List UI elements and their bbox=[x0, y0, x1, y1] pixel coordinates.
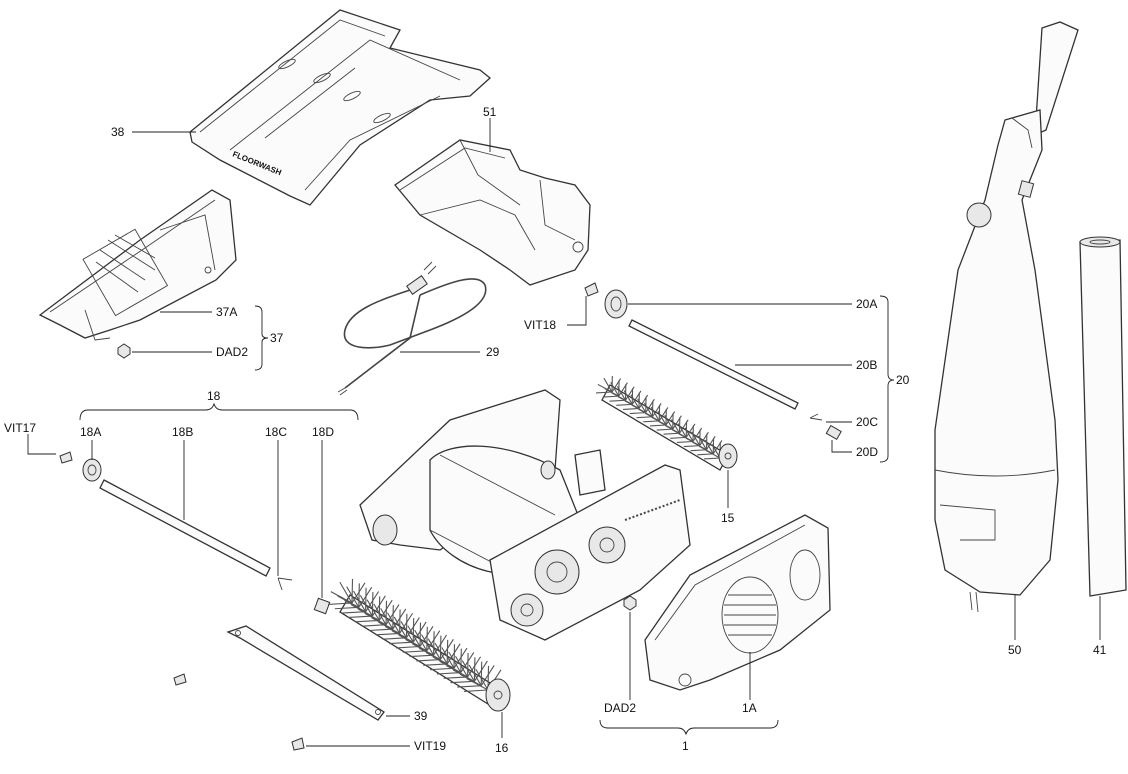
part-29-power-cable bbox=[337, 261, 487, 396]
part-37-side-housing bbox=[38, 189, 237, 359]
label-18a: 18A bbox=[80, 425, 101, 439]
label-20b: 20B bbox=[856, 358, 877, 372]
part-16-brush bbox=[328, 578, 511, 712]
part-20a-bearing bbox=[604, 289, 628, 319]
part-38-top-cover: FLOORWASH bbox=[189, 9, 492, 206]
part-50-handle bbox=[934, 21, 1079, 613]
part-18a-bearing bbox=[82, 458, 102, 482]
label-18b: 18B bbox=[172, 425, 193, 439]
part-15-brush bbox=[595, 375, 738, 471]
part-1a-side-cover bbox=[644, 514, 831, 691]
label-38: 38 bbox=[111, 125, 125, 139]
part-18d-bushing bbox=[313, 597, 331, 615]
part-screw-loose bbox=[173, 673, 187, 686]
label-37a: 37A bbox=[216, 305, 237, 319]
label-16: 16 bbox=[495, 741, 509, 755]
label-37: 37 bbox=[270, 331, 284, 345]
part-51-handle-mount bbox=[394, 139, 591, 286]
part-41-tube bbox=[1079, 236, 1127, 597]
label-18c: 18C bbox=[265, 425, 287, 439]
part-18c-pin bbox=[277, 577, 293, 591]
part-motor-chassis bbox=[359, 389, 691, 641]
label-39: 39 bbox=[414, 709, 428, 723]
label-20: 20 bbox=[896, 373, 910, 387]
label-20a: 20A bbox=[856, 297, 877, 311]
label-vit18: VIT18 bbox=[524, 318, 556, 332]
label-20c: 20C bbox=[856, 415, 878, 429]
label-dad2-top: DAD2 bbox=[216, 345, 248, 359]
label-vit19: VIT19 bbox=[414, 739, 446, 753]
label-18d: 18D bbox=[312, 425, 334, 439]
label-51: 51 bbox=[483, 105, 497, 119]
part-18b-rod bbox=[99, 479, 271, 577]
label-50: 50 bbox=[1008, 643, 1022, 657]
label-15: 15 bbox=[721, 511, 735, 525]
part-labels: 38 51 37A 37 DAD2 29 VIT18 20A 20B 20C 2… bbox=[4, 105, 1107, 755]
label-20d: 20D bbox=[856, 445, 878, 459]
part-20b-rod bbox=[628, 319, 799, 410]
label-29: 29 bbox=[486, 345, 500, 359]
part-dad2-nut bbox=[623, 595, 637, 611]
label-1: 1 bbox=[682, 739, 689, 753]
leader-lines bbox=[27, 118, 1101, 747]
part-20d-bushing bbox=[825, 424, 842, 441]
part-vit17-screw bbox=[59, 451, 73, 464]
label-1a: 1A bbox=[742, 701, 757, 715]
label-41: 41 bbox=[1093, 643, 1107, 657]
label-dad2-bottom: DAD2 bbox=[604, 701, 636, 715]
label-18: 18 bbox=[207, 389, 221, 403]
part-39-bracket bbox=[226, 625, 385, 721]
part-20c-pin bbox=[809, 413, 823, 421]
part-vit19-screw bbox=[291, 737, 305, 751]
part-vit18-screw bbox=[584, 282, 599, 297]
label-vit17: VIT17 bbox=[4, 421, 36, 435]
